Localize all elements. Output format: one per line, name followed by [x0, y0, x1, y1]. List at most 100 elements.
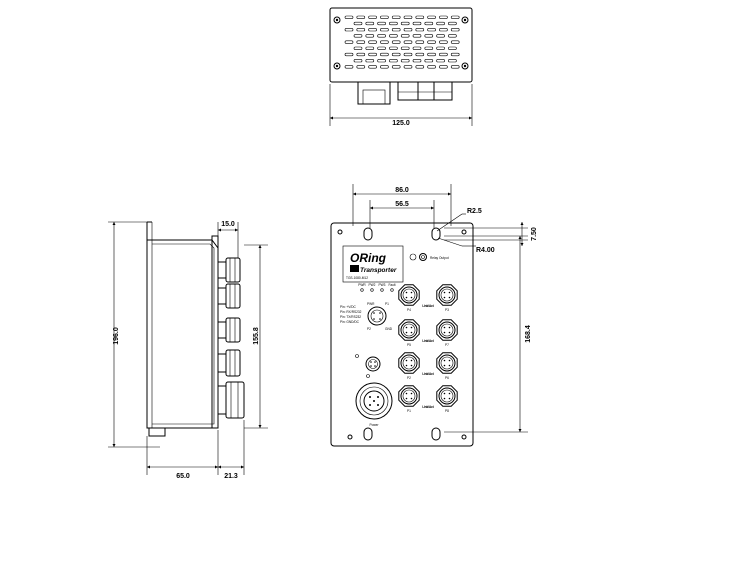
console-text: Pin: GND/DC: [340, 320, 360, 324]
port-label: P1: [407, 409, 411, 413]
brand-logo: ORing Transporter TGS-1080-M12: [342, 245, 404, 283]
vent-slot: [389, 46, 398, 50]
vent-slot: [380, 28, 389, 32]
vent-slot: [415, 52, 425, 57]
vent-slot: [389, 34, 398, 38]
port-status-label: Link/Act: [422, 304, 433, 308]
port-status-label: Link/Act: [422, 405, 433, 409]
vent-slot: [450, 65, 460, 69]
vent-slot: [436, 21, 445, 26]
port-status-label: Link/Act: [422, 339, 433, 343]
vent-slot: [391, 52, 401, 57]
vent-slot: [448, 34, 457, 38]
vent-slot: [450, 52, 460, 57]
m12-port: P4 Link/Act: [398, 284, 434, 312]
vent-slot: [439, 15, 448, 19]
vent-slot: [400, 21, 410, 26]
vent-slot: [427, 40, 436, 44]
dim-vertical-spacing: 168.4: [444, 235, 532, 433]
vent-slot: [439, 28, 448, 32]
vent-slot: [391, 15, 401, 19]
led-indicator: [360, 288, 364, 292]
vent-slot: [368, 65, 377, 69]
port-status-label: Link/Act: [422, 304, 433, 308]
vent-slot: [377, 59, 386, 63]
vent-slot: [436, 46, 445, 50]
led-label: PWR: [358, 283, 366, 287]
dim-width-top-label: 125.0: [392, 120, 410, 127]
vent-slot: [450, 15, 460, 19]
console-text: Pin: RX/RS232: [340, 310, 362, 314]
dim-radius-top: R2.5: [436, 208, 482, 232]
vent-slot: [391, 65, 401, 69]
product-line: Transporter: [360, 267, 397, 274]
vent-slot: [415, 28, 425, 32]
vent-slot: [436, 59, 445, 63]
vent-slot: [391, 40, 401, 44]
led-label: Fault: [388, 283, 395, 287]
vent-slot: [368, 40, 377, 44]
dim-height-side-label: 196.0: [113, 327, 120, 345]
m12-port: P2 Link/Act: [398, 352, 434, 380]
dim-connector-height: 155.8: [244, 244, 268, 429]
port-status-label: Link/Act: [422, 405, 433, 409]
relay-connector: Relay Output: [409, 253, 449, 261]
console-connector: PWR P1 P2 GND Pin: +V/DC Pin: RX/RS232 P…: [340, 302, 393, 331]
port-label: P3: [445, 308, 449, 312]
m12-port: P3 Link/Act: [422, 284, 458, 312]
vent-slot: [391, 28, 401, 32]
vent-slot: [344, 15, 354, 19]
vent-slot: [365, 34, 375, 38]
side-connectors: [217, 257, 245, 419]
power-label: Power: [369, 423, 379, 427]
vent-slot: [353, 34, 363, 38]
vent-slot: [356, 52, 366, 57]
keyhole-slots: [363, 227, 441, 441]
console-pin-label: PWR: [367, 302, 375, 306]
vent-slot: [439, 40, 448, 44]
vent-slot: [424, 21, 434, 26]
vent-slot: [439, 65, 448, 69]
top-view-body: [329, 7, 473, 83]
dim-depth: 65.0 21.3: [146, 420, 245, 480]
vent-slot: [356, 28, 366, 32]
vent-slot: [415, 65, 425, 69]
vent-slot: [356, 40, 366, 44]
vent-slot: [439, 52, 448, 57]
vent-slot: [344, 65, 354, 69]
vent-slot: [450, 40, 460, 44]
port-status-label: Link/Act: [422, 339, 433, 343]
led-indicator: [380, 288, 384, 292]
vent-slot: [450, 28, 460, 32]
console-pin-label: P2: [367, 327, 371, 331]
dim-height-side: 196.0: [108, 221, 160, 448]
vent-slot: [356, 65, 366, 69]
vent-slot: [424, 46, 434, 50]
vent-slot: [403, 15, 413, 19]
dim-vertical-spacing-label: 168.4: [525, 325, 532, 343]
port-label: P4: [407, 308, 411, 312]
model-number: TGS-1080-M12: [346, 276, 368, 280]
port-status-label: Link/Act: [422, 372, 433, 376]
dim-flange: 15.0: [217, 221, 239, 258]
vent-slot: [380, 40, 389, 44]
dim-connector-depth-label: 21.3: [224, 473, 238, 480]
port-label: P7: [445, 343, 449, 347]
led-label: PW3: [379, 283, 386, 287]
vent-slot: [356, 15, 366, 19]
dim-slot-offset: 7.50: [444, 222, 538, 246]
led-indicator: [370, 288, 374, 292]
console-pin-label: GND: [385, 327, 393, 331]
vent-slot: [427, 15, 436, 19]
port-label: P2: [407, 376, 411, 380]
vent-slot: [403, 28, 413, 32]
console-text: Pin: TX/RS232: [340, 315, 361, 319]
power-connector: Power: [355, 382, 393, 427]
vent-slot: [403, 52, 413, 57]
vent-slot: [400, 59, 410, 63]
vent-slot: [415, 15, 425, 19]
dim-width-top: 125.0: [329, 84, 473, 127]
vent-slot: [427, 65, 436, 69]
